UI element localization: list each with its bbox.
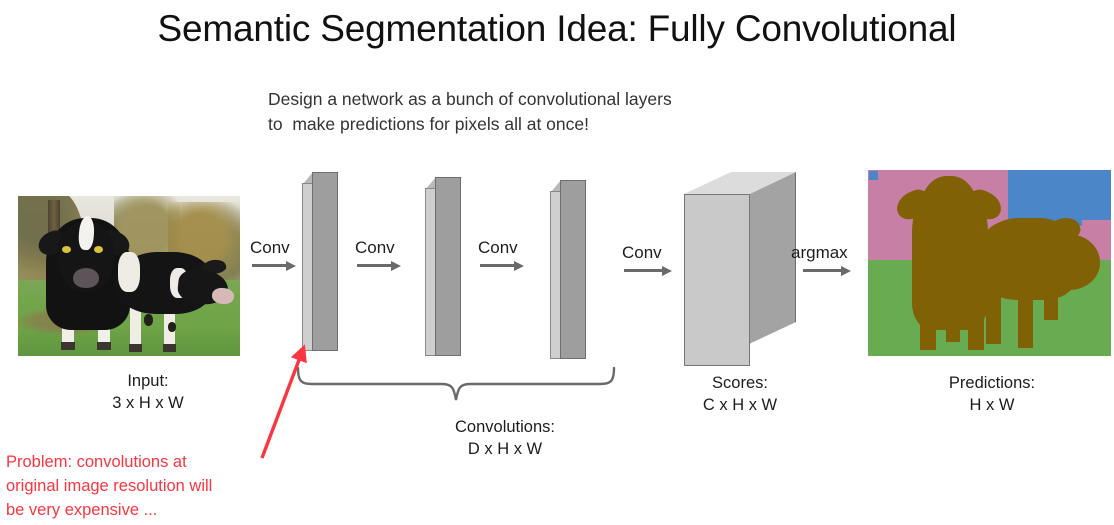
- conv-arrow-3-label: Conv: [478, 238, 518, 257]
- scores-box-side-face: [749, 172, 796, 344]
- conv-layer-slab-1: [302, 172, 339, 364]
- input-image-photo: [18, 196, 240, 356]
- photo-cow-right-hoof-back: [163, 344, 176, 352]
- input-caption: Input: 3 x H x W: [112, 372, 184, 412]
- photo-cow-right-patch-a: [118, 252, 140, 292]
- convolutions-caption: Convolutions: D x H x W: [455, 418, 555, 458]
- conv-layer-slab-2: [425, 177, 462, 365]
- seg-cow-right-leg-b: [1018, 290, 1033, 348]
- photo-cow-left-eye-right: [94, 246, 103, 253]
- slab-1-front-face: [312, 172, 338, 351]
- conv-arrow-4-label: Conv: [622, 243, 662, 262]
- prediction-segmentation-image: [868, 170, 1111, 356]
- subtitle-text: Design a network as a bunch of convoluti…: [268, 89, 672, 134]
- scores-volume-box: [684, 172, 796, 366]
- conv-arrow-2-group: Conv: [355, 238, 401, 271]
- photo-cow-right-spot-a: [144, 314, 153, 326]
- seg-region-sky-corner-dot: [869, 171, 878, 180]
- photo-cow-left-muzzle: [73, 268, 99, 288]
- convolutions-brace-icon: [296, 366, 616, 401]
- page-title: Semantic Segmentation Idea: Fully Convol…: [157, 8, 957, 49]
- conv-arrow-3-group: Conv: [478, 238, 524, 271]
- photo-cow-right-hoof-front: [129, 344, 142, 352]
- conv-layer-slab-3: [550, 180, 587, 366]
- problem-callout-arrow-icon: [260, 344, 307, 459]
- problem-note-text: Problem: convolutions at original image …: [6, 453, 213, 519]
- scores-box-front-face: [684, 194, 750, 366]
- conv-arrow-4-group: Conv: [622, 243, 672, 276]
- seg-cow-right-leg-a: [986, 290, 1001, 344]
- photo-cow-left-hoof-right: [97, 342, 111, 350]
- seg-cow-right-head: [1036, 234, 1100, 290]
- photo-cow-left-hoof-left: [61, 342, 75, 350]
- slab-3-front-face: [560, 180, 586, 359]
- argmax-arrow-label: argmax: [791, 243, 848, 262]
- predictions-caption: Predictions: H x W: [948, 374, 1036, 414]
- scores-caption: Scores: C x H x W: [702, 374, 778, 414]
- conv-arrow-1-group: Conv: [250, 238, 296, 271]
- seg-cow-left-head: [920, 176, 978, 250]
- photo-cow-left-eye-left: [62, 246, 71, 253]
- slab-2-front-face: [435, 177, 461, 356]
- conv-arrow-2-label: Conv: [355, 238, 395, 257]
- conv-arrow-1-label: Conv: [250, 238, 290, 257]
- argmax-arrow-group: argmax: [791, 243, 851, 276]
- photo-cow-right-spot-b: [168, 322, 176, 332]
- photo-cow-right-leg-front: [130, 308, 141, 352]
